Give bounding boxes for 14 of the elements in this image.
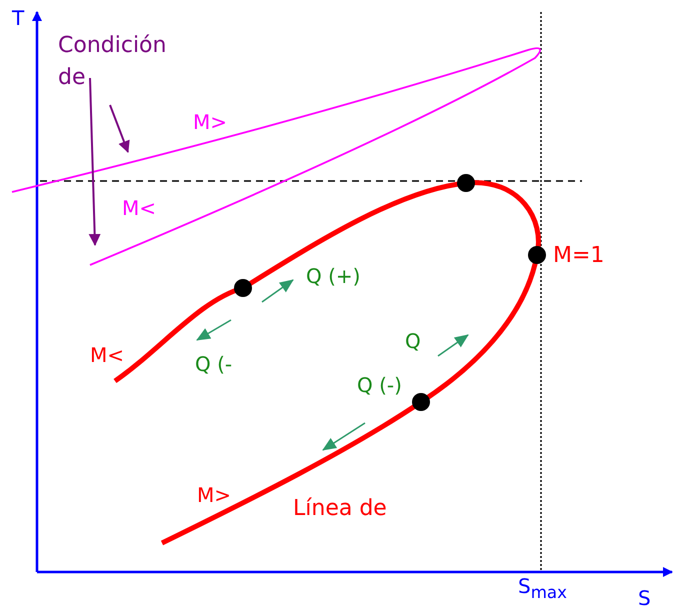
axis-label: S [638, 586, 651, 607]
annotation-text: Q (- [195, 352, 232, 376]
curve-label: M=1 [553, 243, 604, 270]
annotation-text: Q (-) [357, 373, 402, 397]
curve-label: Línea de [293, 496, 387, 522]
annotation-text: Q (+) [306, 264, 360, 288]
curve-label: M> [197, 483, 232, 507]
axis-label: S$_{max}$ [518, 574, 567, 603]
annotation-text: Q [405, 329, 421, 353]
curve-label: M< [122, 196, 156, 220]
annotation-text: Condición de [58, 32, 168, 92]
curve-label: M< [90, 343, 124, 367]
axis-label: T [12, 6, 24, 30]
curve-label: M> [193, 110, 228, 134]
